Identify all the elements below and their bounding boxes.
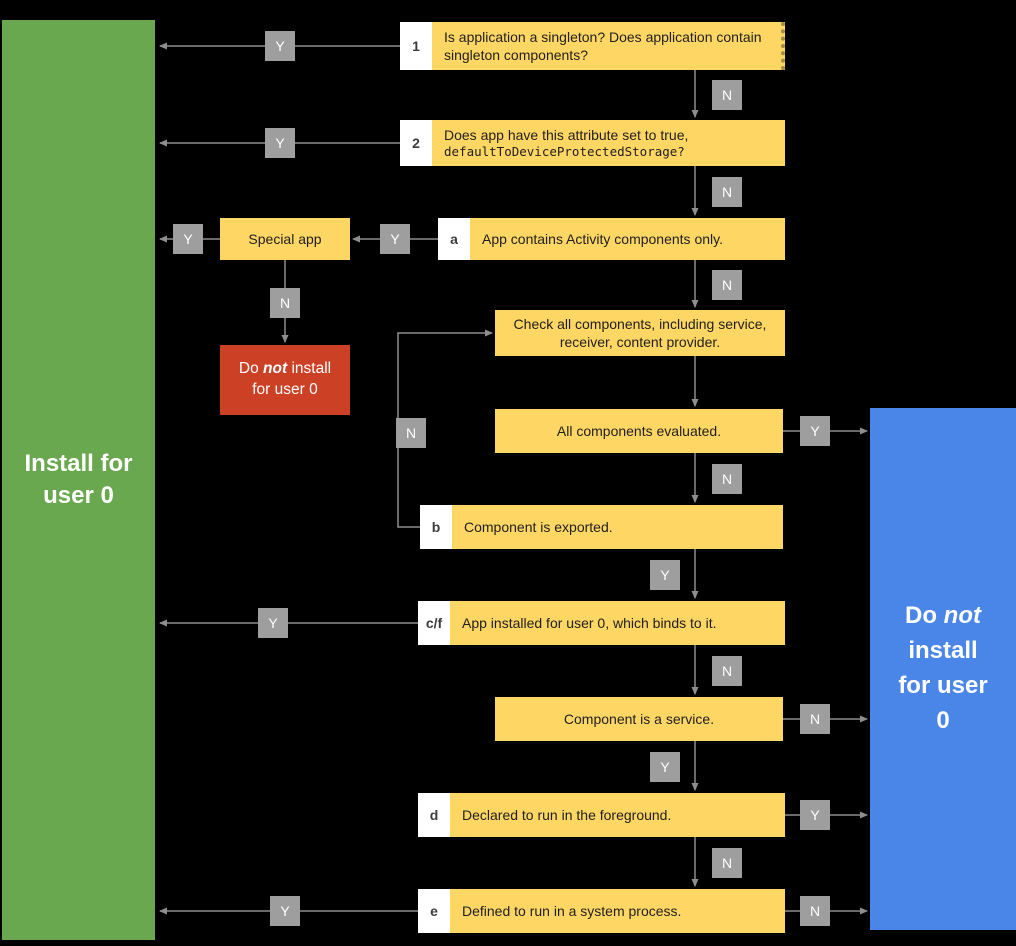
badge-yes-qcf-install: Y xyxy=(258,608,288,638)
node-component-service: Component is a service. xyxy=(495,697,783,741)
decision-cf-tag: c/f xyxy=(418,601,450,645)
badge-yes-qb: Y xyxy=(650,560,680,590)
terminal-do-not-install-label: Do not install for user 0 xyxy=(898,602,988,734)
terminal-do-not-install-red-label: Do not install for user 0 xyxy=(238,360,332,398)
node-check-components-text: Check all components, including service,… xyxy=(513,315,767,350)
decision-b-exported: b Component is exported. xyxy=(420,505,783,549)
terminal-install-user0: Install for user 0 xyxy=(2,20,155,940)
node-check-components: Check all components, including service,… xyxy=(495,310,785,356)
decision-e-text: Defined to run in a system process. xyxy=(462,902,682,919)
decision-2-tag: 2 xyxy=(400,120,432,166)
node-component-service-text: Component is a service. xyxy=(563,710,715,727)
decision-e-system-process: e Defined to run in a system process. xyxy=(418,889,785,933)
decision-1-tag: 1 xyxy=(400,22,432,70)
badge-yes-q2-install: Y xyxy=(265,128,295,158)
badge-no-qcf: N xyxy=(712,656,742,686)
decision-2-attribute-code: defaultToDeviceProtectedStorage? xyxy=(444,143,685,159)
decision-cf-text: App installed for user 0, which binds to… xyxy=(462,614,717,631)
badge-no-qe-blue: N xyxy=(800,896,830,926)
badge-no-qb-loop: N xyxy=(396,418,426,448)
decision-b-text: Component is exported. xyxy=(464,518,613,535)
terminal-do-not-install-red: Do not install for user 0 xyxy=(220,345,350,415)
decision-2-text: Does app have this attribute set to true… xyxy=(444,126,689,143)
badge-no-q1: N xyxy=(712,80,742,110)
badge-yes-qe-install: Y xyxy=(270,896,300,926)
decision-a-text: App contains Activity components only. xyxy=(482,230,723,247)
badge-yes-special-install: Y xyxy=(173,224,203,254)
decision-d-foreground: d Declared to run in the foreground. xyxy=(418,793,785,837)
badge-no-special-red: N xyxy=(270,288,300,318)
badge-yes-qd-blue: Y xyxy=(800,800,830,830)
decision-b-tag: b xyxy=(420,505,452,549)
badge-no-service-blue: N xyxy=(800,704,830,734)
badge-yes-q1-install: Y xyxy=(265,31,295,61)
badge-yes-qa-special: Y xyxy=(380,224,410,254)
node-all-evaluated: All components evaluated. xyxy=(495,409,783,453)
decision-d-text: Declared to run in the foreground. xyxy=(462,806,672,823)
badge-no-evaluated: N xyxy=(712,464,742,494)
node-special-app-text: Special app xyxy=(248,230,322,247)
decision-1-text: Is application a singleton? Does applica… xyxy=(444,28,762,63)
node-all-evaluated-text: All components evaluated. xyxy=(556,422,722,439)
terminal-do-not-install: Do not install for user 0 xyxy=(870,408,1016,930)
decision-2-protected-storage: 2 Does app have this attribute set to tr… xyxy=(400,120,785,166)
decision-d-tag: d xyxy=(418,793,450,837)
badge-no-qd: N xyxy=(712,848,742,878)
badge-yes-service: Y xyxy=(650,752,680,782)
badge-yes-evaluated-blue: Y xyxy=(800,416,830,446)
node-special-app: Special app xyxy=(220,218,350,260)
badge-no-q2: N xyxy=(712,177,742,207)
decision-cf-user0-binds: c/f App installed for user 0, which bind… xyxy=(418,601,785,645)
decision-1-singleton: 1 Is application a singleton? Does appli… xyxy=(400,22,785,70)
decision-a-activity-only: a App contains Activity components only. xyxy=(438,218,785,260)
terminal-install-label: Install for user 0 xyxy=(24,449,133,509)
decision-e-tag: e xyxy=(418,889,450,933)
decision-a-tag: a xyxy=(438,218,470,260)
badge-no-qa: N xyxy=(712,270,742,300)
